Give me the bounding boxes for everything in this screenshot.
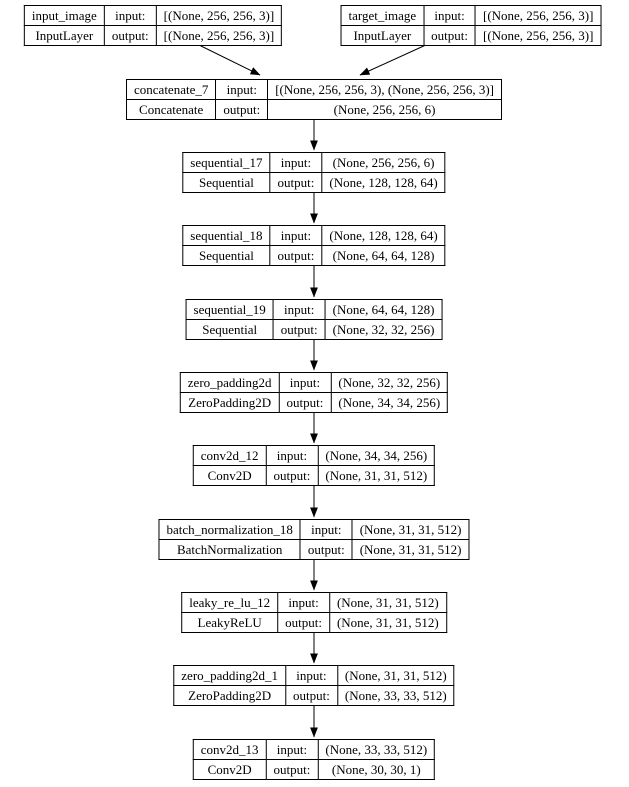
input-label: input: bbox=[285, 665, 338, 686]
input-shape: (None, 64, 64, 128) bbox=[324, 299, 443, 320]
output-label: output: bbox=[278, 392, 332, 413]
input-label: input: bbox=[423, 5, 476, 26]
input-label: input: bbox=[265, 739, 319, 760]
output-shape: (None, 64, 64, 128) bbox=[321, 245, 446, 266]
layer-type: ZeroPadding2D bbox=[179, 392, 280, 413]
layer-type: Sequential bbox=[185, 319, 274, 340]
input-label: input: bbox=[269, 152, 323, 173]
input-label: input: bbox=[278, 372, 332, 393]
layer-type: InputLayer bbox=[23, 25, 105, 46]
output-shape: (None, 32, 32, 256) bbox=[324, 319, 443, 340]
node-sequential-19: sequential_19 input: (None, 64, 64, 128)… bbox=[185, 299, 443, 340]
output-label: output: bbox=[269, 245, 323, 266]
input-shape: [(None, 256, 256, 3)] bbox=[155, 5, 283, 26]
layer-type: LeakyReLU bbox=[181, 612, 279, 633]
node-zero-padding2d-1: zero_padding2d_1 input: (None, 31, 31, 5… bbox=[173, 665, 455, 706]
edge-input-image-to-concatenate bbox=[196, 43, 261, 76]
input-shape: [(None, 256, 256, 3), (None, 256, 256, 3… bbox=[267, 79, 502, 100]
input-shape: (None, 128, 128, 64) bbox=[321, 225, 446, 246]
layer-type: ZeroPadding2D bbox=[173, 685, 287, 706]
layer-type: Conv2D bbox=[192, 465, 267, 486]
input-label: input: bbox=[103, 5, 157, 26]
node-input-image: input_image input: [(None, 256, 256, 3)]… bbox=[23, 5, 283, 46]
input-shape: (None, 32, 32, 256) bbox=[330, 372, 449, 393]
edge-target-image-to-concatenate bbox=[359, 43, 429, 76]
output-label: output: bbox=[103, 25, 157, 46]
output-shape: [(None, 256, 256, 3)] bbox=[155, 25, 283, 46]
output-shape: (None, 31, 31, 512) bbox=[317, 465, 436, 486]
layer-type: BatchNormalization bbox=[158, 539, 301, 560]
input-label: input: bbox=[215, 79, 269, 100]
input-shape: (None, 31, 31, 512) bbox=[351, 519, 470, 540]
layer-name: zero_padding2d bbox=[179, 372, 280, 393]
input-shape: (None, 31, 31, 512) bbox=[336, 665, 455, 686]
output-label: output: bbox=[423, 25, 476, 46]
output-label: output: bbox=[285, 685, 338, 706]
output-shape: (None, 256, 256, 6) bbox=[267, 99, 502, 120]
layer-type: Concatenate bbox=[126, 99, 217, 120]
input-shape: (None, 256, 256, 6) bbox=[321, 152, 446, 173]
node-batch-normalization-18: batch_normalization_18 input: (None, 31,… bbox=[158, 519, 470, 560]
output-label: output: bbox=[215, 99, 269, 120]
output-shape: (None, 31, 31, 512) bbox=[351, 539, 470, 560]
output-shape: (None, 33, 33, 512) bbox=[336, 685, 455, 706]
input-shape: (None, 31, 31, 512) bbox=[328, 592, 447, 613]
output-shape: [(None, 256, 256, 3)] bbox=[474, 25, 602, 46]
layer-name: target_image bbox=[340, 5, 425, 26]
node-sequential-18: sequential_18 input: (None, 128, 128, 64… bbox=[182, 225, 446, 266]
layer-name: leaky_re_lu_12 bbox=[181, 592, 279, 613]
input-shape: (None, 33, 33, 512) bbox=[317, 739, 436, 760]
node-target-image: target_image input: [(None, 256, 256, 3)… bbox=[340, 5, 602, 46]
output-label: output: bbox=[272, 319, 326, 340]
layer-type: Conv2D bbox=[192, 759, 267, 780]
node-sequential-17: sequential_17 input: (None, 256, 256, 6)… bbox=[182, 152, 446, 193]
input-shape: [(None, 256, 256, 3)] bbox=[474, 5, 602, 26]
layer-name: batch_normalization_18 bbox=[158, 519, 301, 540]
node-conv2d-12: conv2d_12 input: (None, 34, 34, 256) Con… bbox=[192, 445, 436, 486]
output-label: output: bbox=[265, 465, 319, 486]
input-label: input: bbox=[272, 299, 326, 320]
layer-type: InputLayer bbox=[340, 25, 425, 46]
layer-name: input_image bbox=[23, 5, 105, 26]
output-shape: (None, 31, 31, 512) bbox=[328, 612, 447, 633]
output-label: output: bbox=[299, 539, 353, 560]
output-shape: (None, 30, 30, 1) bbox=[317, 759, 436, 780]
output-label: output: bbox=[277, 612, 330, 633]
layer-type: Sequential bbox=[182, 245, 271, 266]
layer-type: Sequential bbox=[182, 172, 271, 193]
output-label: output: bbox=[269, 172, 323, 193]
input-label: input: bbox=[265, 445, 319, 466]
output-label: output: bbox=[265, 759, 319, 780]
input-label: input: bbox=[269, 225, 323, 246]
node-conv2d-13: conv2d_13 input: (None, 33, 33, 512) Con… bbox=[192, 739, 436, 780]
layer-name: conv2d_12 bbox=[192, 445, 267, 466]
layer-name: sequential_19 bbox=[185, 299, 274, 320]
input-label: input: bbox=[277, 592, 330, 613]
layer-name: concatenate_7 bbox=[126, 79, 217, 100]
layer-name: sequential_18 bbox=[182, 225, 271, 246]
node-leaky-re-lu-12: leaky_re_lu_12 input: (None, 31, 31, 512… bbox=[181, 592, 447, 633]
output-shape: (None, 128, 128, 64) bbox=[321, 172, 446, 193]
layer-name: conv2d_13 bbox=[192, 739, 267, 760]
input-shape: (None, 34, 34, 256) bbox=[317, 445, 436, 466]
node-zero-padding2d: zero_padding2d input: (None, 32, 32, 256… bbox=[179, 372, 449, 413]
output-shape: (None, 34, 34, 256) bbox=[330, 392, 449, 413]
input-label: input: bbox=[299, 519, 353, 540]
layer-name: zero_padding2d_1 bbox=[173, 665, 287, 686]
node-concatenate-7: concatenate_7 input: [(None, 256, 256, 3… bbox=[126, 79, 502, 120]
layer-name: sequential_17 bbox=[182, 152, 271, 173]
